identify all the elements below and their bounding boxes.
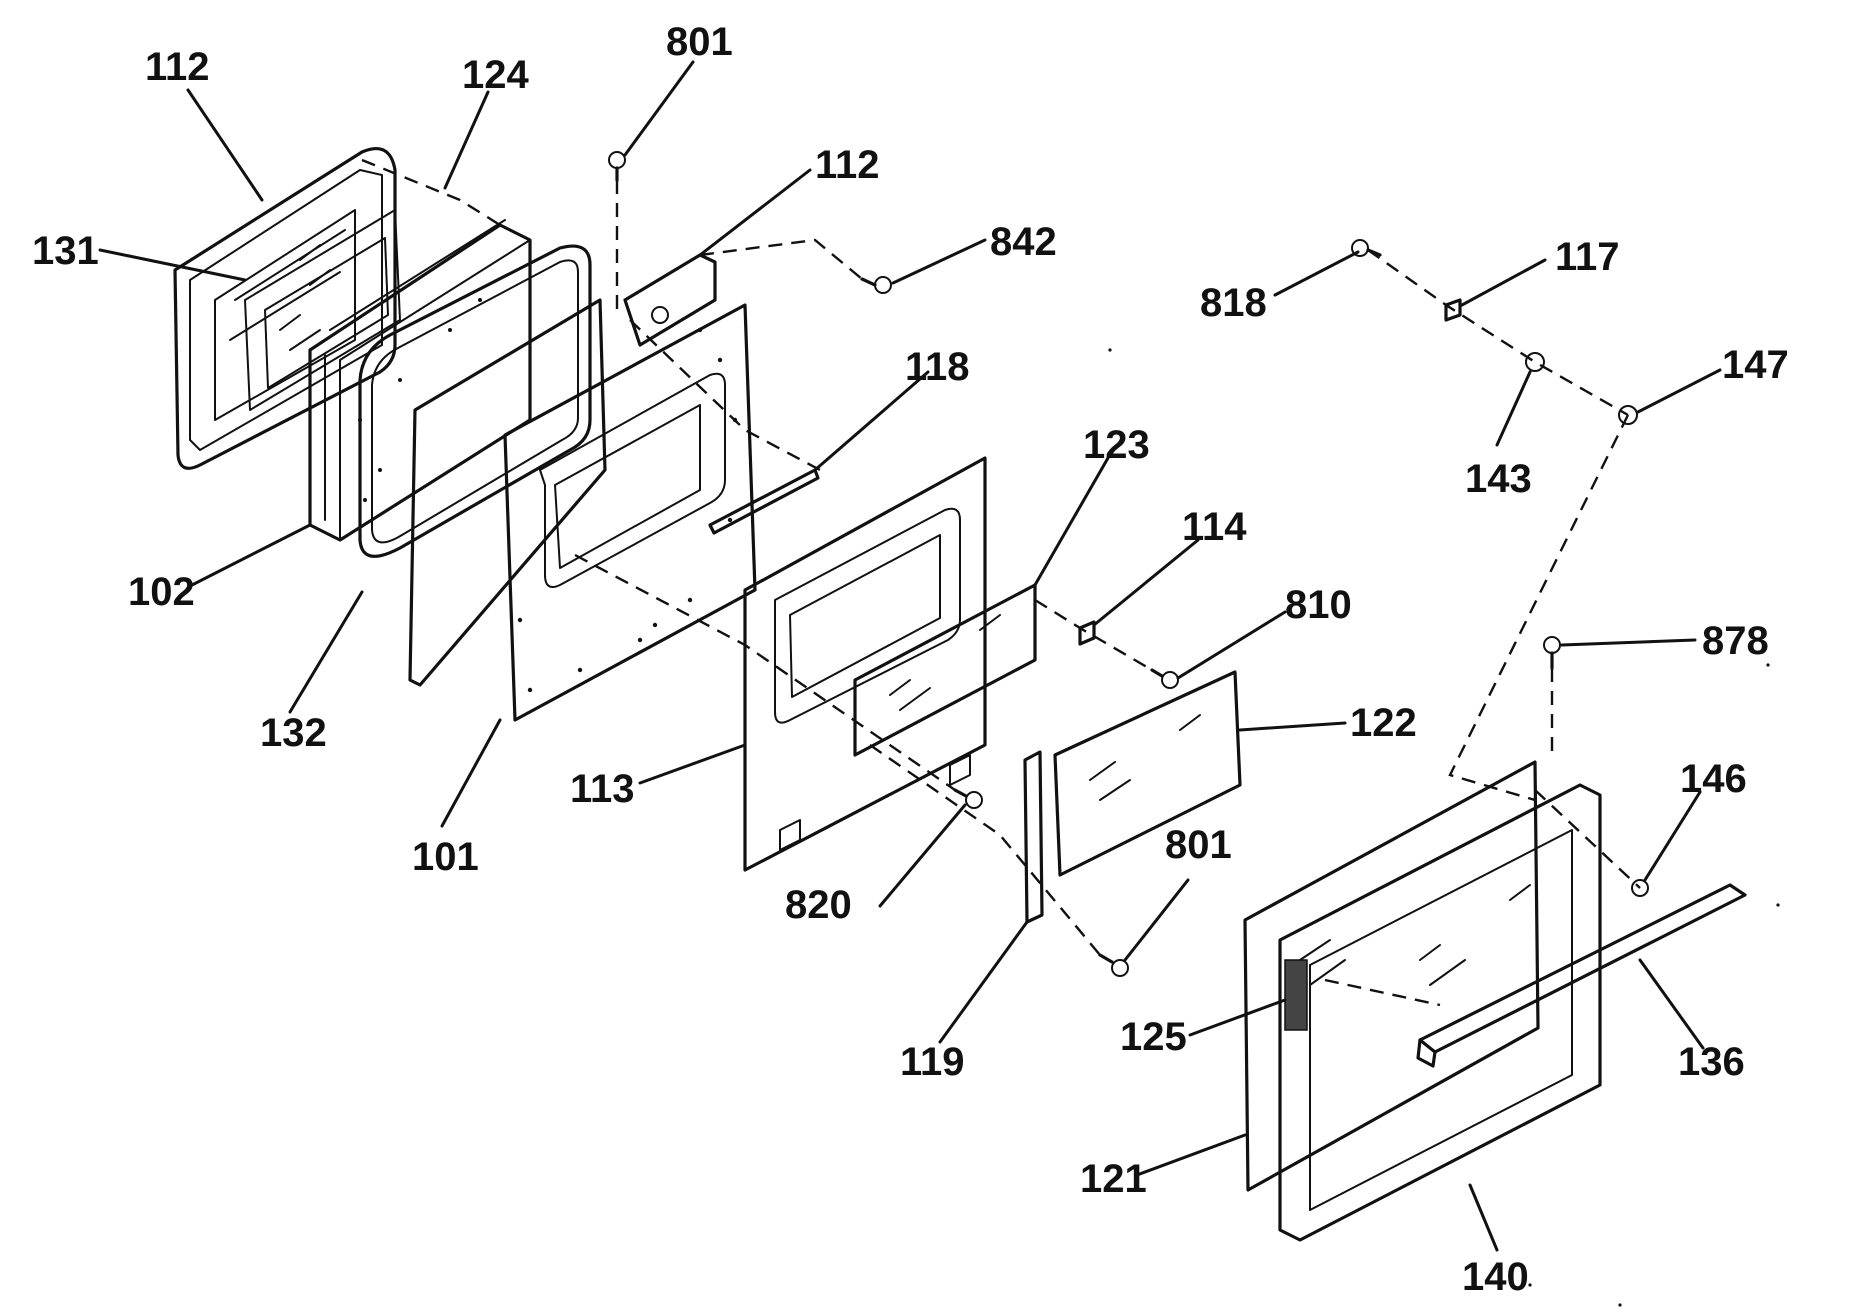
callout-820: 820	[785, 883, 852, 927]
callout-801-top: 801	[666, 20, 733, 64]
callout-131: 131	[32, 229, 99, 273]
part-123-glass	[853, 583, 1037, 757]
callout-140: 140	[1462, 1255, 1529, 1299]
callout-118: 118	[905, 345, 970, 389]
callout-112-top-left: 112	[145, 45, 210, 89]
part-113-middle-panel	[743, 456, 987, 872]
callout-labels: 112 124 801 112 842 131 818 117 147 143 …	[32, 20, 1789, 1299]
callout-132: 132	[260, 711, 327, 755]
callout-125: 125	[1120, 1015, 1187, 1059]
part-112-back-frame	[173, 147, 397, 470]
part-101-inner-door-liner	[408, 298, 757, 722]
callout-112-hinge: 112	[815, 143, 880, 187]
scan-specks	[1108, 348, 1780, 1307]
callout-818: 818	[1200, 281, 1267, 325]
callout-113: 113	[570, 767, 635, 811]
callout-146: 146	[1680, 757, 1747, 801]
leader-lines	[98, 60, 1722, 1252]
part-136-handle	[1416, 883, 1747, 1068]
callout-124: 124	[462, 53, 529, 97]
part-121-outer-glass	[1243, 760, 1540, 1192]
part-119-bracket	[1023, 750, 1044, 924]
part-131-inner-panel	[244, 209, 401, 411]
part-112-hinge-bracket	[623, 253, 717, 347]
callout-121: 121	[1080, 1157, 1147, 1201]
callout-143: 143	[1465, 457, 1532, 501]
part-118-rod	[708, 468, 820, 535]
callout-101: 101	[412, 835, 479, 879]
callout-122: 122	[1350, 701, 1417, 745]
callout-147: 147	[1722, 343, 1789, 387]
callout-810: 810	[1285, 583, 1352, 627]
callout-123: 123	[1083, 423, 1150, 467]
assembly-lines	[361, 158, 1641, 1007]
part-132-gasket	[358, 244, 592, 558]
part-140-outer-frame	[1278, 783, 1602, 1242]
callout-842: 842	[990, 220, 1057, 264]
callout-114: 114	[1182, 505, 1247, 549]
callout-801-lower: 801	[1165, 823, 1232, 867]
part-122-glass	[1053, 670, 1242, 877]
callout-119: 119	[900, 1040, 965, 1084]
callout-136: 136	[1678, 1040, 1745, 1084]
callout-117: 117	[1555, 235, 1620, 279]
callout-102: 102	[128, 570, 195, 614]
hardware-screws	[608, 151, 1649, 977]
callout-878: 878	[1702, 619, 1769, 663]
